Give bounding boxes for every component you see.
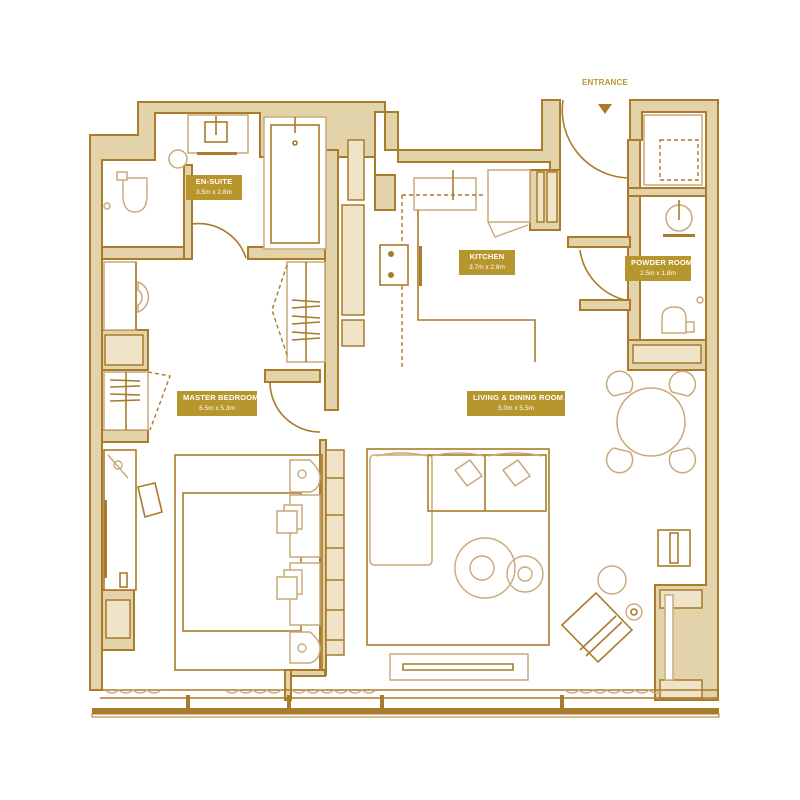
ensuite-fixtures <box>103 114 327 259</box>
wardrobe <box>103 261 326 433</box>
room-dimensions: 2.5m x 1.8m <box>640 269 676 277</box>
room-label-living-dining: LIVING & DINING ROOM 5.0m x 5.5m <box>467 391 565 417</box>
entrance-door <box>561 99 629 179</box>
room-label-master-bedroom: MASTER BEDROOM 6.5m x 5.3m <box>177 391 259 417</box>
entrance-arrow-icon <box>598 104 612 114</box>
room-name: LIVING & DINING ROOM <box>473 393 564 402</box>
room-name: POWDER ROOM <box>631 258 693 267</box>
room-dimensions: 3.7m x 2.8m <box>469 263 505 271</box>
room-dimensions: 6.5m x 5.3m <box>199 404 235 412</box>
room-name: KITCHEN <box>469 252 505 261</box>
room-dimensions: 3.5m x 2.8m <box>196 188 232 196</box>
room-dimensions: 5.0m x 5.5m <box>498 404 534 412</box>
kitchen-fixtures <box>379 169 626 370</box>
room-name: MASTER BEDROOM <box>183 393 259 402</box>
powder-room-fixtures <box>643 114 704 334</box>
facade-window <box>91 689 720 718</box>
room-name: EN-SUITE <box>195 177 233 186</box>
room-label-powder-room: POWDER ROOM 2.5m x 1.8m <box>625 256 693 282</box>
shelving <box>325 449 345 656</box>
dining-table <box>605 370 697 474</box>
living-furniture <box>366 448 691 681</box>
bedroom-furniture <box>103 449 323 671</box>
entrance-label: ENTRANCE <box>582 78 629 87</box>
room-label-ensuite: EN-SUITE 3.5m x 2.8m <box>186 175 242 201</box>
room-label-kitchen: KITCHEN 3.7m x 2.8m <box>459 250 515 276</box>
